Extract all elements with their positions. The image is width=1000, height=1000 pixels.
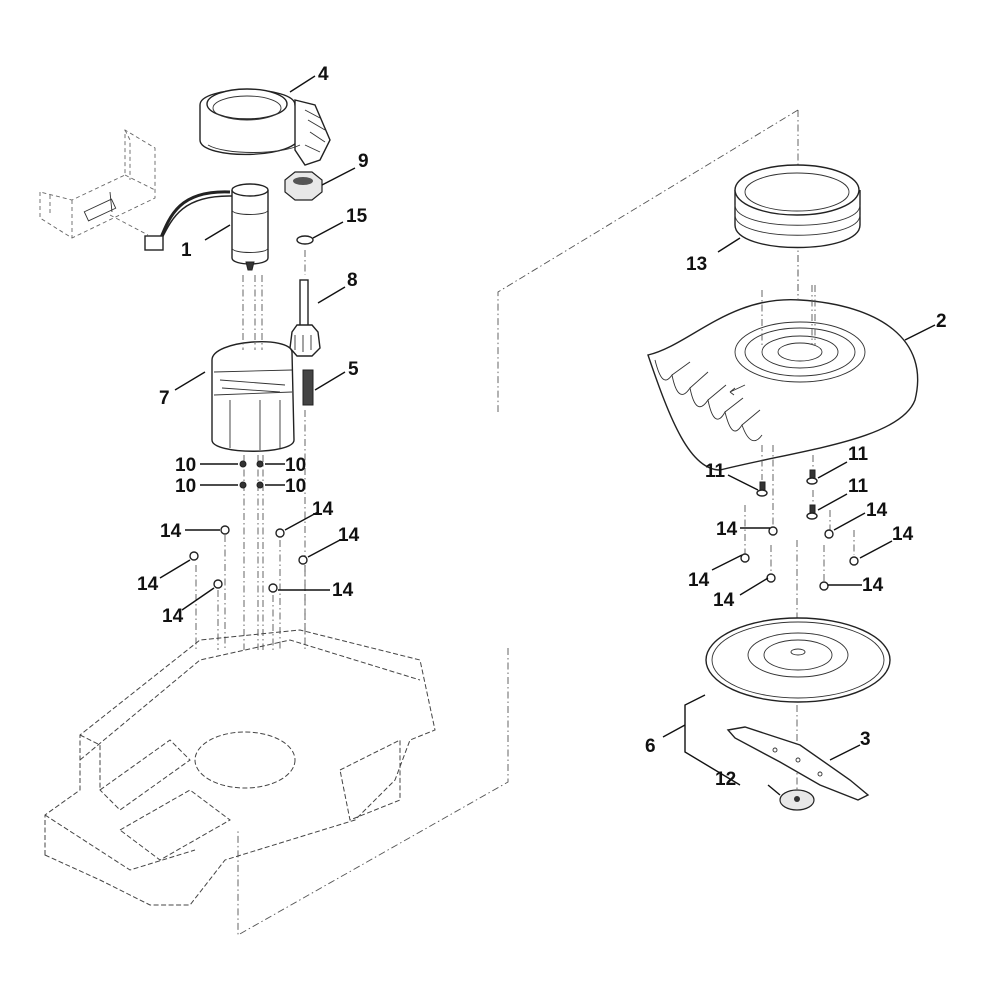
callout-13[interactable]: 13 — [686, 254, 707, 275]
callout-labels: 4 9 15 1 8 5 7 10 10 10 10 14 14 14 14 1… — [137, 64, 947, 790]
callout-10-c[interactable]: 10 — [175, 476, 196, 497]
blade-screw-disc-part — [779, 789, 815, 811]
callout-14-l5[interactable]: 14 — [332, 580, 354, 601]
callout-14-r6[interactable]: 14 — [713, 590, 735, 611]
screws-right — [740, 469, 859, 591]
callout-14-r4[interactable]: 14 — [688, 570, 710, 591]
screws-left — [189, 460, 308, 593]
electronics-bracket — [39, 129, 156, 239]
o-ring-part — [296, 235, 314, 245]
callout-4[interactable]: 4 — [318, 64, 329, 85]
callout-14-l6[interactable]: 14 — [162, 606, 184, 627]
callout-15[interactable]: 15 — [346, 206, 368, 227]
callout-6[interactable]: 6 — [645, 736, 656, 757]
callout-2[interactable]: 2 — [936, 311, 947, 332]
callout-14-l4[interactable]: 14 — [137, 574, 159, 595]
callout-1[interactable]: 1 — [181, 240, 192, 261]
callout-12[interactable]: 12 — [715, 769, 736, 790]
motor-holder-part — [211, 341, 295, 452]
motor-part — [144, 183, 269, 271]
callout-7[interactable]: 7 — [159, 388, 170, 409]
callout-11-c[interactable]: 11 — [848, 476, 869, 497]
blade-disc-part — [705, 617, 891, 703]
callout-14-r1[interactable]: 14 — [716, 519, 738, 540]
spring-part — [302, 369, 314, 406]
callout-11-b[interactable]: 11 — [848, 444, 869, 465]
callout-14-l3[interactable]: 14 — [338, 525, 360, 546]
blade-part — [726, 726, 870, 801]
callout-14-r5[interactable]: 14 — [862, 575, 884, 596]
callout-10-b[interactable]: 10 — [285, 455, 306, 476]
callout-10-a[interactable]: 10 — [175, 455, 196, 476]
chassis-part — [44, 629, 436, 906]
callout-11-a[interactable]: 11 — [705, 461, 726, 482]
gear-nut-part — [284, 171, 323, 201]
callout-14-r2[interactable]: 14 — [866, 500, 888, 521]
callout-14-r3[interactable]: 14 — [892, 524, 914, 545]
callout-9[interactable]: 9 — [358, 151, 369, 172]
callout-8[interactable]: 8 — [347, 270, 358, 291]
seal-ring-part — [734, 164, 861, 249]
callout-5[interactable]: 5 — [348, 359, 359, 380]
callout-3[interactable]: 3 — [860, 729, 871, 750]
leader-lines — [159, 75, 936, 796]
callout-14-l2[interactable]: 14 — [312, 499, 334, 520]
height-adjust-ring-part — [199, 88, 331, 166]
shaft-gear-part — [289, 279, 321, 357]
cover-housing-part — [647, 299, 919, 471]
callout-14-l1[interactable]: 14 — [160, 521, 182, 542]
callout-10-d[interactable]: 10 — [285, 476, 306, 497]
